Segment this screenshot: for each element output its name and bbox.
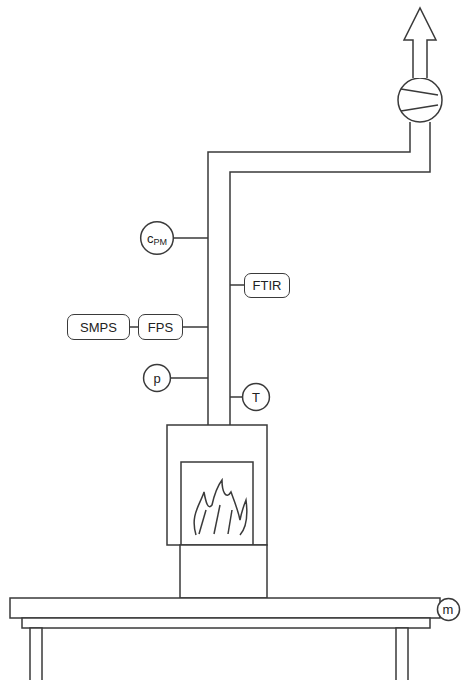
fan-symbol (401, 89, 438, 95)
stove-body (167, 425, 267, 545)
measurement-circle: m (437, 598, 460, 621)
sensor-line (230, 396, 242, 398)
fan-symbol (398, 78, 442, 122)
node-label: SMPS (80, 321, 117, 334)
instrument-box: SMPS (67, 314, 130, 340)
measurement-circle: p (143, 364, 171, 392)
scale-frame (22, 618, 430, 628)
node-label: FTIR (253, 279, 282, 292)
scale-plate (10, 598, 440, 618)
scale-leg (30, 628, 42, 680)
flame (194, 480, 247, 535)
node-label: FPS (148, 321, 173, 334)
node-label: c (147, 232, 154, 245)
stove-window (181, 462, 253, 545)
measurement-circle: cPM (140, 221, 174, 255)
flame (199, 510, 206, 534)
flame (214, 505, 220, 534)
sampling-line (230, 284, 244, 286)
flue-pipe-wall (208, 122, 410, 425)
flue-pipe-wall (230, 122, 430, 425)
flame (228, 510, 232, 534)
scale-leg (396, 628, 408, 680)
connector-line (130, 327, 138, 328)
exhaust-arrow (404, 8, 436, 78)
sensor-line (171, 377, 208, 379)
node-label: T (252, 391, 260, 404)
measurement-circle: T (242, 383, 270, 411)
node-label: p (153, 372, 160, 385)
fan-symbol (401, 105, 438, 111)
sampling-line (174, 237, 208, 239)
sampling-line (183, 326, 208, 328)
node-label: m (443, 603, 454, 616)
instrument-box: FPS (138, 314, 183, 340)
stove-base (180, 545, 267, 598)
subscript-label: PM (154, 238, 168, 247)
instrument-box: FTIR (244, 273, 290, 298)
